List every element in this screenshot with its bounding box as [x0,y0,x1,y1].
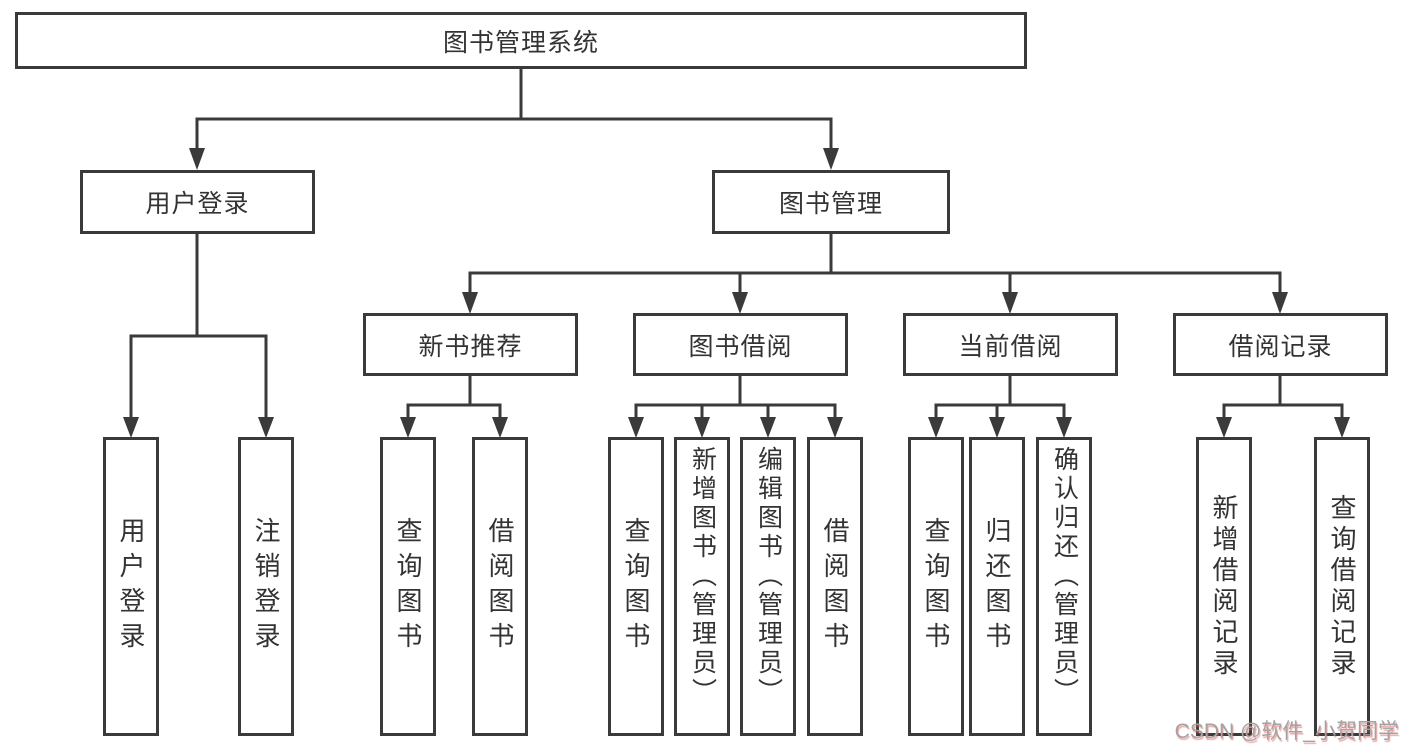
leaf-add-borrow-record: 新增借阅记录 [1196,437,1252,736]
node-new-book-recommend-label: 新书推荐 [418,332,523,361]
leaf-current-query-books: 查询图书 [908,437,964,736]
leaf-edit-books-admin: 编辑图书（管理员） [740,437,796,736]
leaf-borrow-books: 借阅图书 [807,437,863,736]
leaf-query-borrow-record-label: 查询借阅记录 [1327,493,1357,680]
node-new-book-recommend: 新书推荐 [363,313,578,376]
leaf-user-login: 用户登录 [103,437,159,736]
leaf-borrow-query-books-label: 查询图书 [621,516,651,657]
leaf-query-borrow-record: 查询借阅记录 [1314,437,1370,736]
leaf-return-books-label: 归还图书 [982,516,1012,657]
node-root-label: 图书管理系统 [442,28,599,57]
leaf-add-books-admin: 新增图书（管理员） [674,437,730,736]
node-user-login: 用户登录 [80,170,315,234]
node-current-borrow-label: 当前借阅 [958,332,1063,361]
leaf-add-books-admin-label: 新增图书（管理员） [688,446,717,707]
node-book-borrow: 图书借阅 [633,313,848,376]
leaf-borrow-query-books: 查询图书 [608,437,664,736]
leaf-recommend-query-books-label: 查询图书 [393,516,423,657]
leaf-recommend-borrow-books-label: 借阅图书 [485,516,515,657]
arrowheads [123,148,1350,438]
leaf-logout: 注销登录 [238,437,294,736]
leaf-return-books: 归还图书 [969,437,1025,736]
leaf-user-login-label: 用户登录 [116,516,146,657]
node-current-borrow: 当前借阅 [903,313,1118,376]
leaf-confirm-return-admin-label: 确认归还（管理员） [1050,446,1079,707]
leaf-edit-books-admin-label: 编辑图书（管理员） [754,446,783,707]
node-book-management: 图书管理 [712,170,950,234]
node-book-borrow-label: 图书借阅 [688,332,793,361]
csdn-watermark: CSDN @软件_小贺同学 [1174,720,1399,743]
node-borrow-records-label: 借阅记录 [1228,332,1333,361]
leaf-borrow-books-label: 借阅图书 [820,516,850,657]
leaf-confirm-return-admin: 确认归还（管理员） [1036,437,1092,736]
leaf-add-borrow-record-label: 新增借阅记录 [1209,493,1239,680]
node-book-management-label: 图书管理 [778,190,883,218]
leaf-recommend-borrow-books: 借阅图书 [472,437,528,736]
leaf-recommend-query-books: 查询图书 [380,437,436,736]
node-user-login-label: 用户登录 [145,190,250,218]
leaf-current-query-books-label: 查询图书 [921,516,951,657]
node-root-system: 图书管理系统 [15,12,1027,69]
node-borrow-records: 借阅记录 [1173,313,1388,376]
leaf-logout-label: 注销登录 [251,516,281,657]
